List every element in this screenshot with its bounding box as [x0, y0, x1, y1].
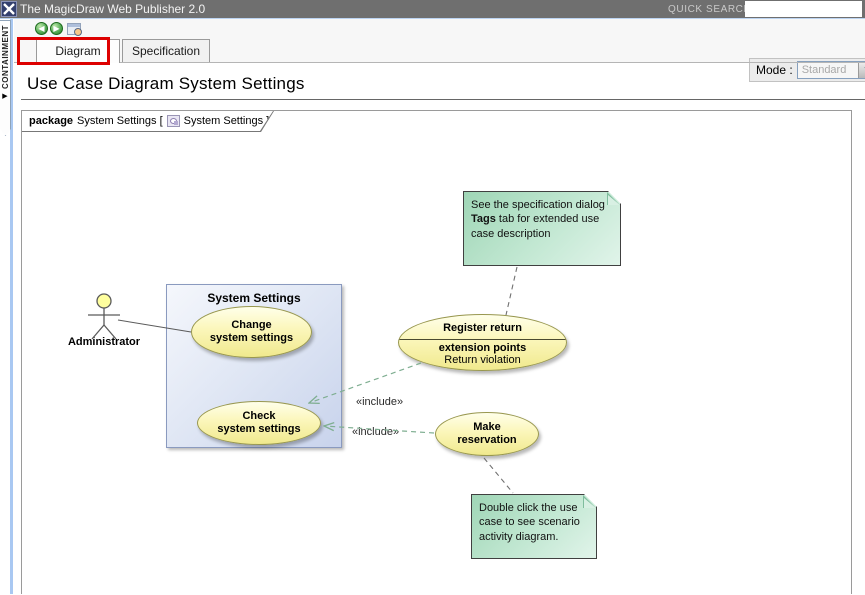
tab-specification[interactable]: Specification — [122, 39, 210, 62]
package-name-after: System Settings ] — [184, 115, 270, 127]
dropdown-arrow-icon: ▼ — [858, 62, 865, 78]
usecase-label-line2: system settings — [210, 332, 293, 345]
back-button[interactable]: ◀ — [35, 22, 48, 35]
app-title: The MagicDraw Web Publisher 2.0 — [20, 2, 205, 16]
header-area: ◀ ▶ Diagram Specification Mode : Standar… — [14, 19, 865, 62]
page-title-rule — [21, 99, 865, 100]
expand-right-icon: ▶ — [2, 92, 7, 100]
package-header: package System Settings [ System Setting… — [22, 111, 273, 131]
tab-specification-label: Specification — [132, 44, 200, 58]
actor-administrator-label: Administrator — [62, 336, 146, 348]
note-anchor-top — [506, 267, 517, 315]
diagram-frame: package System Settings [ System Setting… — [21, 110, 852, 594]
extension-point-value: Return violation — [399, 354, 566, 367]
quick-search-label: QUICK SEARCH: — [668, 4, 755, 15]
note-text-bold: Tags — [471, 213, 496, 225]
search-window-icon[interactable] — [67, 23, 81, 35]
package-keyword: package — [29, 115, 73, 127]
use-case-diagram-icon — [167, 115, 180, 127]
containment-tab[interactable]: CONTAINMENT ▶ — [0, 20, 11, 136]
usecase-register-return[interactable]: Register return extension points Return … — [398, 314, 567, 371]
mode-select[interactable]: Standard ▼ — [797, 61, 865, 79]
package-name-before: System Settings [ — [77, 115, 163, 127]
note-specification-tags: See the specification dialog Tags tab fo… — [463, 191, 621, 266]
usecase-make-reservation[interactable]: Make reservation — [435, 412, 539, 456]
title-bar: The MagicDraw Web Publisher 2.0 QUICK SE… — [0, 0, 865, 18]
note-fold-corner-icon — [583, 495, 596, 508]
note-anchor-bottom — [484, 458, 513, 493]
note-text: Double click the use case to see scenari… — [479, 502, 580, 543]
mode-label: Mode : — [756, 63, 793, 77]
subject-box-title: System Settings — [167, 291, 341, 305]
tab-diagram[interactable]: Diagram — [36, 39, 120, 63]
tabs-divider — [14, 62, 865, 63]
forward-button[interactable]: ▶ — [50, 22, 63, 35]
quick-search-input[interactable] — [745, 1, 862, 17]
extension-separator — [399, 339, 566, 340]
note-fold-corner-icon — [607, 192, 620, 205]
include-stereotype-label: «include» — [356, 396, 403, 408]
back-arrow-icon: ◀ — [38, 24, 44, 33]
magicdraw-logo-icon — [1, 1, 17, 17]
usecase-label-line2: system settings — [217, 423, 300, 436]
mode-selected-value: Standard — [798, 64, 858, 76]
containment-tab-label: CONTAINMENT — [1, 25, 10, 89]
usecase-title: Register return — [399, 322, 566, 335]
note-double-click: Double click the use case to see scenari… — [471, 494, 597, 559]
page-title: Use Case Diagram System Settings — [27, 74, 305, 94]
note-text: See the specification dialog — [471, 199, 605, 211]
usecase-label-line2: reservation — [457, 434, 516, 447]
include-stereotype-label: «include» — [352, 426, 399, 438]
usecase-label-line1: Change — [231, 319, 271, 332]
usecase-change-system-settings[interactable]: Change system settings — [191, 306, 312, 358]
containment-rail: CONTAINMENT ▶ — [0, 19, 14, 594]
usecase-check-system-settings[interactable]: Check system settings — [197, 401, 321, 445]
usecase-label-line1: Check — [242, 410, 275, 423]
actor-administrator-figure — [88, 294, 120, 339]
tab-diagram-label: Diagram — [55, 44, 100, 58]
forward-arrow-icon: ▶ — [53, 24, 59, 33]
usecase-label-line1: Make — [473, 421, 501, 434]
